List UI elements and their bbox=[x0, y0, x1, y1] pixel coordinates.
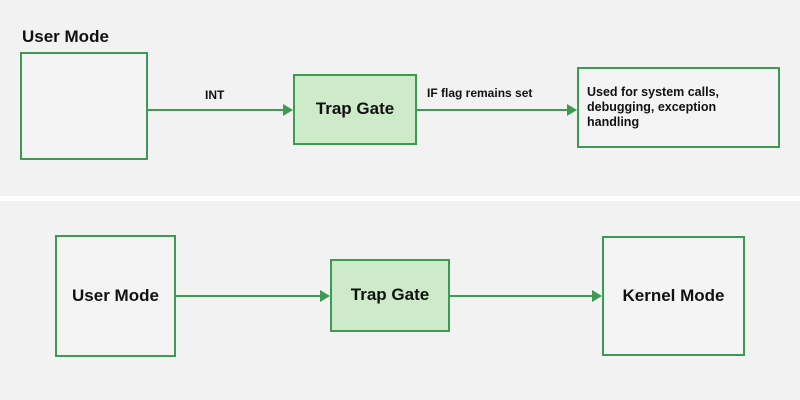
node-trap-gate-top-label: Trap Gate bbox=[315, 99, 395, 119]
node-user-mode-top bbox=[20, 52, 148, 160]
node-user-mode-bottom-label: User Mode bbox=[72, 285, 159, 305]
edge-if-flag-arrowhead-icon bbox=[567, 104, 577, 116]
edge-int-line bbox=[148, 109, 283, 111]
edge-trap-to-kernel-line bbox=[450, 295, 592, 297]
edge-user-to-trap-arrowhead-icon bbox=[320, 290, 330, 302]
edge-if-flag-line bbox=[417, 109, 567, 111]
edge-label-if-flag: IF flag remains set bbox=[427, 86, 533, 100]
node-user-mode-bottom: User Mode bbox=[55, 235, 176, 357]
node-trap-gate-top: Trap Gate bbox=[293, 74, 417, 145]
user-mode-heading: User Mode bbox=[22, 27, 109, 46]
node-description-top: Used for system calls, debugging, except… bbox=[577, 67, 780, 148]
edge-int-arrowhead-icon bbox=[283, 104, 293, 116]
edge-trap-to-kernel-arrowhead-icon bbox=[592, 290, 602, 302]
edge-label-int: INT bbox=[205, 88, 225, 102]
node-trap-gate-bottom: Trap Gate bbox=[330, 259, 450, 332]
panel-divider bbox=[0, 196, 800, 201]
node-kernel-mode-bottom: Kernel Mode bbox=[602, 236, 745, 356]
edge-user-to-trap-line bbox=[176, 295, 320, 297]
diagram-panel-bottom: User Mode Trap Gate Kernel Mode bbox=[0, 201, 800, 400]
node-kernel-mode-bottom-label: Kernel Mode bbox=[622, 285, 725, 305]
node-trap-gate-bottom-label: Trap Gate bbox=[350, 285, 430, 305]
node-description-top-label: Used for system calls, debugging, except… bbox=[587, 85, 720, 129]
diagram-panel-top: User Mode INT Trap Gate IF flag remains … bbox=[0, 0, 800, 196]
